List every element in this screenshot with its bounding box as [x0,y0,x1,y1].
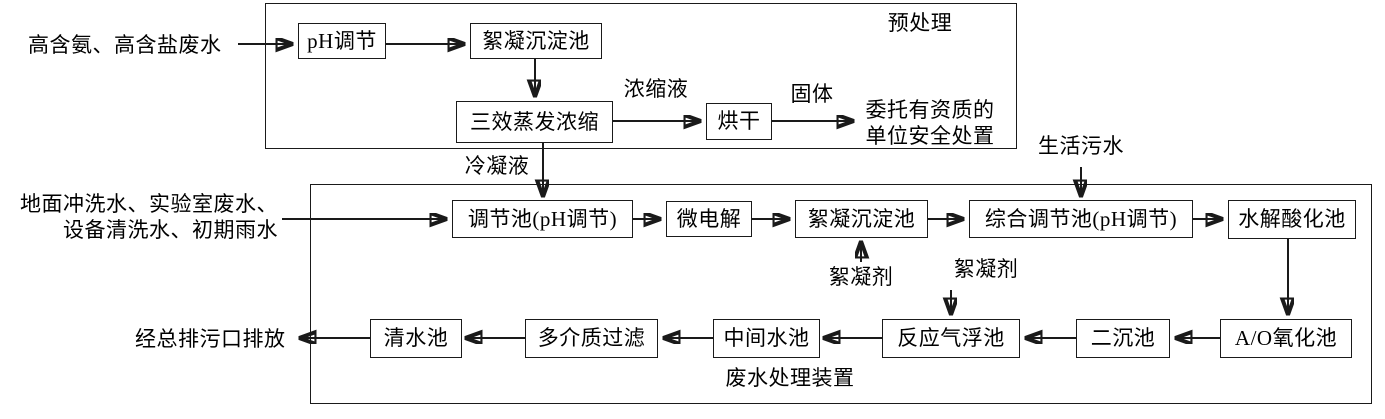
node-ph-adjust-label: pH调节 [307,28,377,53]
stream-label-solid: 固体 [790,82,834,106]
section-wastewater-treatment-border [310,184,1372,404]
node-multimedia-filter-label: 多介质过滤 [537,326,646,350]
stream-label-flocculant-1: 絮凝剂 [828,265,894,289]
node-intermediate-water-tank-label: 中间水池 [723,326,810,350]
node-multimedia-filter[interactable]: 多介质过滤 [525,319,658,358]
node-secondary-sedimentation-tank[interactable]: 二沉池 [1076,319,1170,358]
stream-label-flocculant-2: 絮凝剂 [953,257,1019,281]
node-reaction-air-flotation-tank[interactable]: 反应气浮池 [882,319,1020,358]
node-floc-sed-tank-2-label: 絮凝沉淀池 [807,206,916,231]
output-safe-disposal: 委托有资质的 单位安全处置 [850,98,1010,149]
node-regulating-tank-ph-label: 调节池(pH调节) [467,206,618,231]
node-comprehensive-regulating-tank-ph-label: 综合调节池(pH调节) [984,206,1178,231]
node-triple-effect-evaporation-label: 三效蒸发浓缩 [470,109,599,134]
node-drying-label: 烘干 [717,109,761,133]
stream-label-condensate: 冷凝液 [464,154,530,178]
input-domestic-sewage: 生活污水 [1038,134,1124,158]
node-intermediate-water-tank[interactable]: 中间水池 [713,319,820,358]
section-pretreatment-border [265,3,1017,149]
node-secondary-sedimentation-tank-label: 二沉池 [1090,326,1156,350]
input-floor-lab-line2: 设备清洗水、初期雨水 [63,217,278,242]
node-ph-adjust[interactable]: pH调节 [298,23,386,59]
node-clean-water-tank[interactable]: 清水池 [370,319,462,358]
node-triple-effect-evaporation[interactable]: 三效蒸发浓缩 [456,101,613,143]
section-label-wastewater-treatment: 废水处理装置 [725,366,855,390]
node-hydrolysis-acidification-tank[interactable]: 水解酸化池 [1228,200,1356,239]
node-floc-sed-tank-1-label: 絮凝沉淀池 [482,28,590,53]
input-high-ammonia-salt-wastewater: 高含氨、高含盐废水 [28,33,222,57]
node-comprehensive-regulating-tank-ph[interactable]: 综合调节池(pH调节) [969,200,1193,238]
node-floc-sed-tank-1[interactable]: 絮凝沉淀池 [470,23,602,59]
node-drying[interactable]: 烘干 [706,103,772,140]
node-hydrolysis-acidification-tank-label: 水解酸化池 [1238,207,1346,231]
output-discharge-outlet: 经总排污口排放 [135,327,286,351]
node-reaction-air-flotation-tank-label: 反应气浮池 [897,326,1005,350]
section-label-pretreatment: 预处理 [887,11,953,35]
node-ao-oxidation-tank-label: A/O氧化池 [1234,326,1338,350]
node-floc-sed-tank-2[interactable]: 絮凝沉淀池 [795,200,928,238]
node-clean-water-tank-label: 清水池 [383,326,449,350]
node-micro-electrolysis-label: 微电解 [676,206,742,231]
stream-label-concentrate: 浓缩液 [623,77,689,101]
input-floor-lab-equipment-rain: 地面冲洗水、实验室废水、 设备清洗水、初期雨水 [0,192,278,243]
node-micro-electrolysis[interactable]: 微电解 [666,201,752,237]
input-floor-lab-line1: 地面冲洗水、实验室废水、 [20,192,278,216]
output-safe-disposal-line1: 委托有资质的 [865,98,995,122]
node-regulating-tank-ph[interactable]: 调节池(pH调节) [452,200,633,238]
node-ao-oxidation-tank[interactable]: A/O氧化池 [1220,319,1352,358]
output-safe-disposal-line2: 单位安全处置 [865,123,995,148]
